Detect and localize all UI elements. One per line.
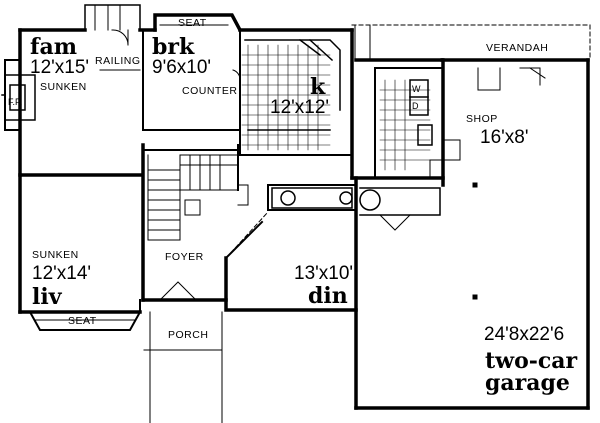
shop-name: SHOP	[466, 113, 498, 125]
seat-bottom-label: SEAT	[68, 315, 97, 327]
fam-size: 12'x15'	[30, 57, 90, 78]
brk-size: 9'6x10'	[152, 57, 212, 78]
stairs	[147, 154, 239, 241]
kitchen-name: k	[310, 74, 326, 100]
foyer-label: FOYER	[165, 251, 204, 263]
fireplace-label: F.P.	[8, 97, 23, 107]
fam-note: SUNKEN	[40, 81, 87, 93]
seat-top-label: SEAT	[178, 17, 207, 29]
exterior-walls	[18, 13, 590, 410]
shop-size: 16'x8'	[480, 127, 529, 148]
fireplace-outline	[1, 74, 36, 121]
garage-size: 24'8x22'6	[484, 324, 565, 345]
railing-label: RAILING	[95, 55, 141, 67]
din-size: 13'x10'	[294, 263, 354, 284]
liv-note: SUNKEN	[32, 249, 79, 261]
washer-dryer	[409, 79, 433, 146]
din-name: din	[308, 283, 348, 309]
dryer-label: D	[412, 101, 419, 111]
verandah-label: VERANDAH	[486, 42, 549, 54]
kitchen-tile-grid	[241, 44, 331, 151]
garage-name-line1: two-car	[485, 348, 578, 374]
porch-outline	[143, 311, 223, 423]
brk-name: brk	[152, 34, 195, 60]
counter-label: COUNTER	[182, 85, 238, 97]
fam-name: fam	[30, 34, 77, 60]
porch-label: PORCH	[168, 329, 209, 341]
liv-name: liv	[32, 284, 62, 310]
kitchen-size: 12'x12'	[270, 97, 330, 118]
liv-size: 12'x14'	[32, 263, 92, 284]
washer-label: W	[412, 84, 421, 94]
verandah-outline	[351, 24, 591, 61]
garage-name-line2: garage	[485, 370, 570, 396]
